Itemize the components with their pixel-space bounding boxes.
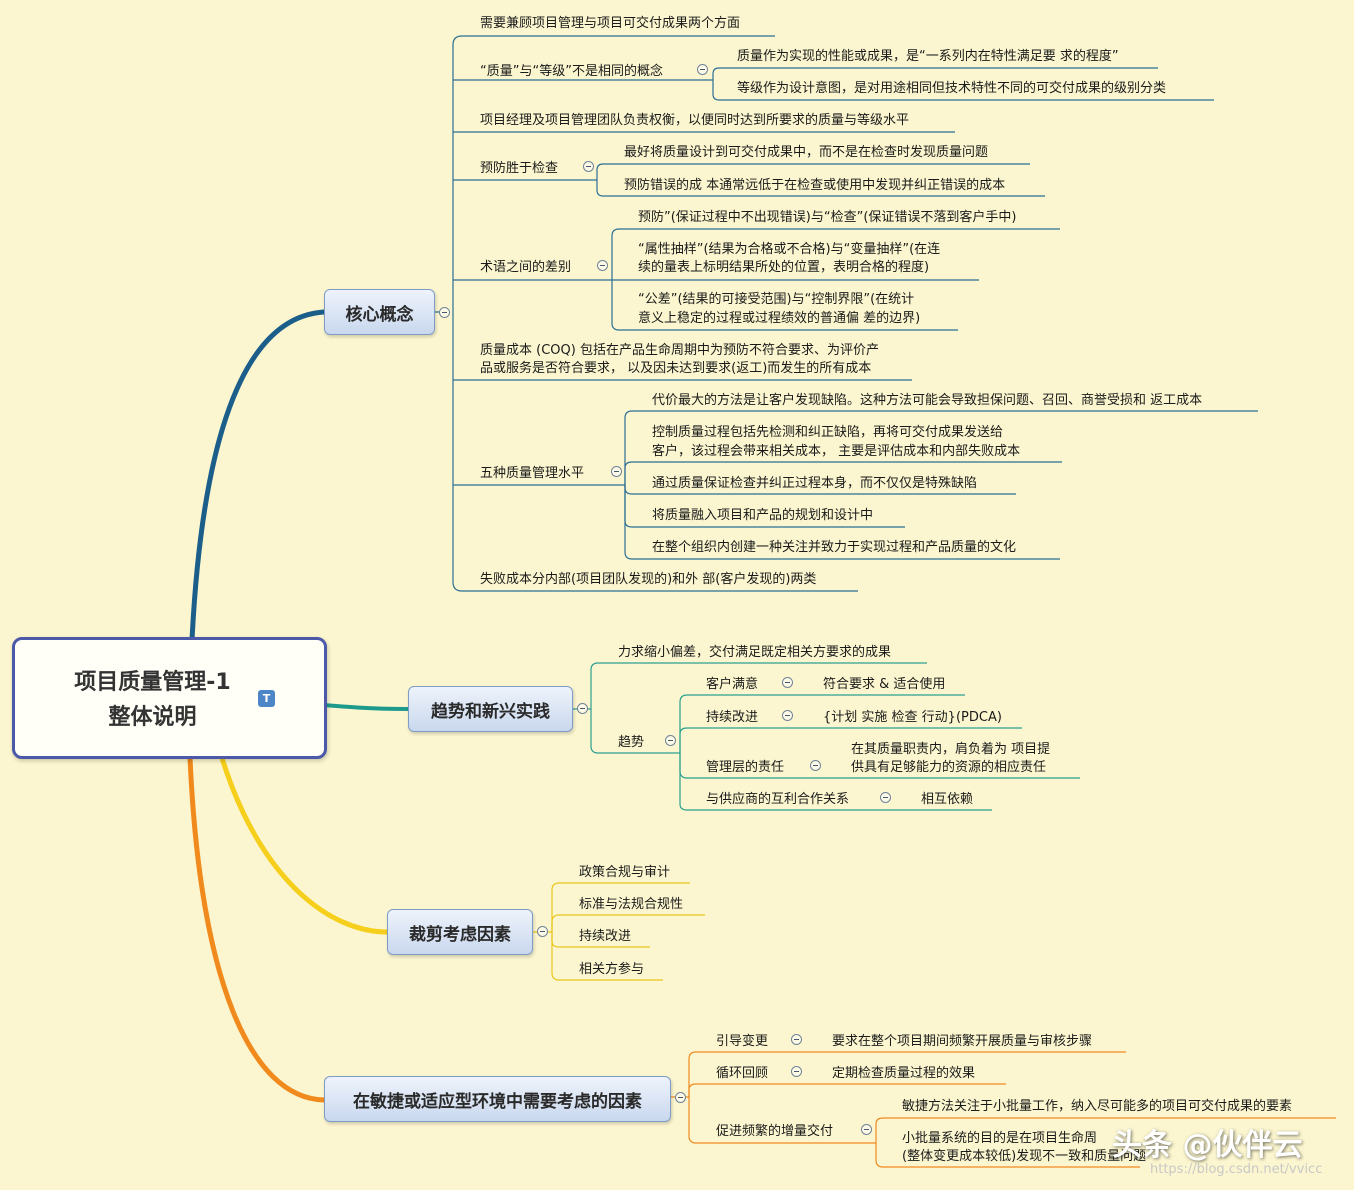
collapse-core-n4-icon[interactable] [583, 161, 594, 172]
trend-subtree-lines [573, 662, 1080, 811]
core-node-7b-line1[interactable]: 控制质量过程包括先检测和纠正缺陷，再将可交付成果发送给 [652, 425, 1004, 440]
collapse-agile-n3-icon[interactable] [861, 1124, 872, 1135]
agile-node-3[interactable]: 促进频繁的增量交付 [716, 1124, 834, 1139]
tailor-node-4[interactable]: 相关方参与 [579, 962, 645, 977]
trend-node-2d[interactable]: 与供应商的互利合作关系 [706, 792, 850, 807]
branch-tailor-connector [219, 755, 390, 935]
watermark-text: 头条 @伙伴云 [1112, 1128, 1303, 1163]
collapse-agile-icon[interactable] [675, 1092, 686, 1103]
agile-node-1[interactable]: 引导变更 [716, 1034, 769, 1049]
trend-node-1[interactable]: 力求缩小偏差，交付满足既定相关方要求的成果 [618, 645, 892, 660]
core-node-3[interactable]: 项目经理及项目管理团队负责权衡，以便同时达到所要求的质量与等级水平 [480, 113, 910, 128]
core-node-4[interactable]: 预防胜于检查 [480, 161, 559, 176]
tailor-node-2[interactable]: 标准与法规合规性 [579, 897, 684, 912]
collapse-core-n2-icon[interactable] [697, 64, 708, 75]
trend-node-2d1[interactable]: 相互依赖 [921, 792, 974, 807]
collapse-trend-n2d-icon[interactable] [880, 792, 891, 803]
core-node-1[interactable]: 需要兼顾项目管理与项目可交付成果两个方面 [480, 16, 741, 31]
agile-subtree-lines [671, 1051, 1336, 1168]
core-node-6-line1[interactable]: 质量成本 (COQ) 包括在产品生命周期中为预防不符合要求、为评价产 [480, 343, 879, 358]
core-node-2[interactable]: “质量”与“等级”不是相同的概念 [480, 64, 663, 79]
trend-node-2c[interactable]: 管理层的责任 [706, 760, 785, 775]
core-node-5c-line2[interactable]: 意义上稳定的过程或过程绩效的普通偏 差的边界) [638, 311, 921, 326]
tailor-node-1[interactable]: 政策合规与审计 [579, 865, 671, 880]
topic-agile[interactable]: 在敏捷或适应型环境中需要考虑的因素 [324, 1076, 671, 1122]
topic-trend-label: 趋势和新兴实践 [431, 701, 550, 722]
agile-node-1a[interactable]: 要求在整个项目期间频繁开展质量与审核步骤 [832, 1034, 1093, 1049]
central-title-line1: 项目质量管理-1 [74, 670, 231, 695]
central-topic[interactable]: 项目质量管理-1 整体说明 T [12, 637, 327, 759]
topic-tailoring[interactable]: 裁剪考虑因素 [387, 909, 533, 955]
core-subtree-lines [435, 35, 1258, 592]
core-node-7e[interactable]: 在整个组织内创建一种关注并致力于实现过程和产品质量的文化 [652, 540, 1017, 555]
core-node-5[interactable]: 术语之间的差别 [480, 260, 572, 275]
central-title-line2: 整体说明 [108, 705, 197, 730]
watermark-url: https://blog.csdn.net/vvicc [1150, 1162, 1323, 1177]
tailor-node-3[interactable]: 持续改进 [579, 929, 632, 944]
branch-core-connector [189, 309, 327, 643]
core-node-5c-line1[interactable]: “公差”(结果的可接受范围)与“控制界限”(在统计 [638, 292, 915, 307]
core-node-5b-line2[interactable]: 续的量表上标明结果所处的位置，表明合格的程度) [638, 260, 930, 275]
collapse-core-n5-icon[interactable] [597, 260, 608, 271]
agile-node-2[interactable]: 循环回顾 [716, 1066, 769, 1081]
trend-node-2c1-line1[interactable]: 在其质量职责内，肩负着为 项目提 [851, 742, 1051, 757]
topic-core-concepts[interactable]: 核心概念 [324, 289, 435, 335]
topic-core-label: 核心概念 [345, 304, 414, 325]
core-node-5b-line1[interactable]: “属性抽样”(结果为合格或不合格)与“变量抽样”(在连 [638, 242, 941, 257]
branch-agile-connector [187, 755, 327, 1103]
core-node-7b-line2[interactable]: 客户，该过程会带来相关成本， 主要是评估成本和内部失败成本 [652, 444, 1021, 459]
text-note-icon[interactable]: T [258, 690, 275, 707]
core-node-7d[interactable]: 将质量融入项目和产品的规划和设计中 [652, 508, 874, 523]
core-node-2a[interactable]: 质量作为实现的性能或成果，是“一系列内在特性满足要 求的程度” [737, 49, 1119, 64]
topic-agile-label: 在敏捷或适应型环境中需要考虑的因素 [353, 1091, 642, 1112]
core-node-7c[interactable]: 通过质量保证检查并纠正过程本身，而不仅仅是特殊缺陷 [652, 476, 978, 491]
tailor-subtree-lines [533, 882, 705, 981]
core-node-7[interactable]: 五种质量管理水平 [480, 466, 585, 481]
core-node-4a[interactable]: 最好将质量设计到可交付成果中，而不是在检查时发现质量问题 [624, 145, 989, 160]
branch-trend-connector [321, 703, 410, 711]
collapse-trend-n2b-icon[interactable] [782, 710, 793, 721]
collapse-agile-n2-icon[interactable] [791, 1066, 802, 1077]
trend-node-2a1[interactable]: 符合要求 & 适合使用 [823, 677, 946, 692]
trend-node-2a[interactable]: 客户满意 [706, 677, 759, 692]
core-node-7a[interactable]: 代价最大的方法是让客户发现缺陷。这种方法可能会导致担保问题、召回、商誉受损和 返… [652, 393, 1203, 408]
agile-node-3b-line1[interactable]: 小批量系统的目的是在项目生命周 [902, 1131, 1098, 1146]
collapse-trend-n2a-icon[interactable] [782, 677, 793, 688]
collapse-core-icon[interactable] [439, 307, 450, 318]
collapse-trend-icon[interactable] [577, 703, 588, 714]
collapse-trend-n2-icon[interactable] [665, 735, 676, 746]
trend-node-2b[interactable]: 持续改进 [706, 710, 759, 725]
trend-node-2[interactable]: 趋势 [618, 735, 645, 750]
collapse-trend-n2c-icon[interactable] [810, 760, 821, 771]
trend-node-2c1-line2[interactable]: 供具有足够能力的资源的相应责任 [851, 760, 1047, 775]
core-node-2b[interactable]: 等级作为设计意图，是对用途相同但技术特性不同的可交付成果的级别分类 [737, 81, 1167, 96]
core-node-8[interactable]: 失败成本分内部(项目团队发现的)和外 部(客户发现的)两类 [480, 572, 817, 587]
core-node-6-line2[interactable]: 品或服务是否符合要求， 以及因未达到要求(返工)而发生的所有成本 [480, 361, 872, 376]
collapse-tailor-icon[interactable] [537, 926, 548, 937]
core-node-4b[interactable]: 预防错误的成 本通常远低于在检查或使用中发现并纠正错误的成本 [624, 178, 1006, 193]
agile-node-2a[interactable]: 定期检查质量过程的效果 [832, 1066, 976, 1081]
collapse-core-n7-icon[interactable] [611, 466, 622, 477]
topic-tailor-label: 裁剪考虑因素 [409, 924, 511, 945]
agile-node-3b-line2[interactable]: (整体变更成本较低)发现不一致和质量问题 [902, 1149, 1147, 1164]
collapse-agile-n1-icon[interactable] [791, 1034, 802, 1045]
agile-node-3a[interactable]: 敏捷方法关注于小批量工作，纳入尽可能多的项目可交付成果的要素 [902, 1099, 1293, 1114]
trend-node-2b1[interactable]: {计划 实施 检查 行动}(PDCA) [823, 710, 1002, 725]
core-node-5a[interactable]: 预防”(保证过程中不出现错误)与“检查”(保证错误不落到客户手中) [638, 210, 1017, 225]
topic-trends[interactable]: 趋势和新兴实践 [408, 686, 573, 732]
